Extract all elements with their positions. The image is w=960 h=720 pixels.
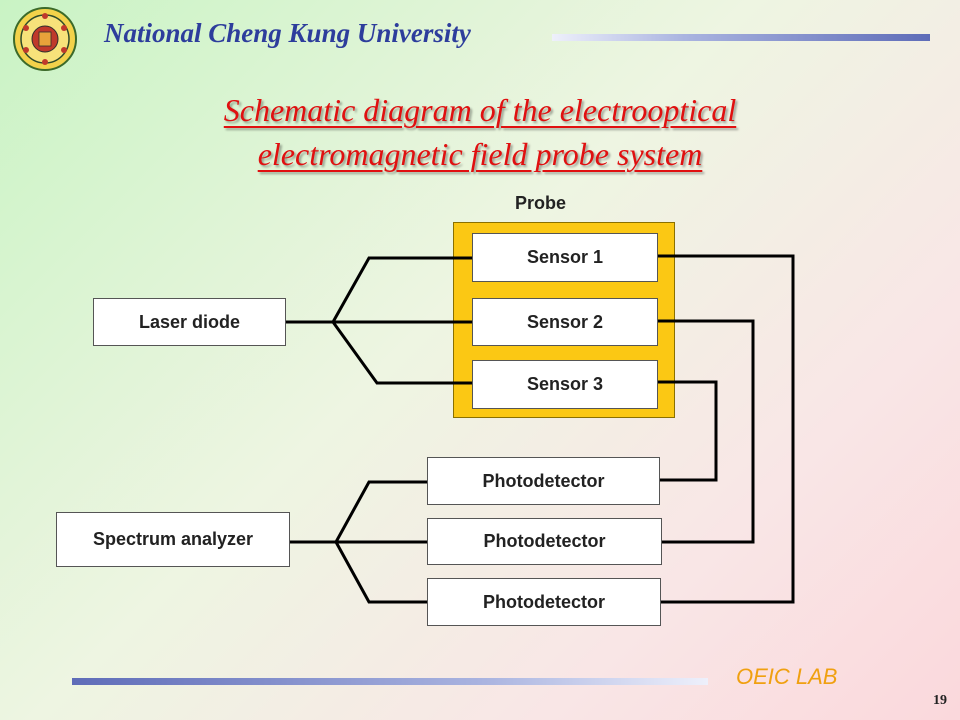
sensor-1-box: Sensor 1 [472,233,658,282]
wire-laser-sensor1 [331,256,472,323]
university-logo [13,7,77,71]
slide-title: Schematic diagram of the electrooptical … [0,88,960,176]
laser-diode-box: Laser diode [93,298,286,346]
lab-name: OEIC LAB [736,664,838,689]
wire-analyzer-pd1 [334,480,427,543]
spectrum-analyzer-box: Spectrum analyzer [56,512,290,567]
slide-title-line-1: Schematic diagram of the electrooptical [223,92,737,128]
page-number: 19 [933,693,947,708]
university-name: National Cheng Kung University [104,18,471,48]
photodetector-1-box: Photodetector [427,457,660,505]
header-rule [552,34,930,41]
footer-rule [72,678,708,685]
wire-laser-sensor3 [331,321,472,385]
probe-label: Probe [515,193,567,213]
photodetector-2-box: Photodetector [427,518,662,565]
slide-title-line-2: electromagnetic field probe system [257,136,703,172]
sensor-2-box: Sensor 2 [472,298,658,346]
wire-analyzer-pd3 [334,541,427,604]
sensor-3-box: Sensor 3 [472,360,658,409]
wire-sensor1-pd3 [658,254,795,604]
photodetector-3-box: Photodetector [427,578,661,626]
